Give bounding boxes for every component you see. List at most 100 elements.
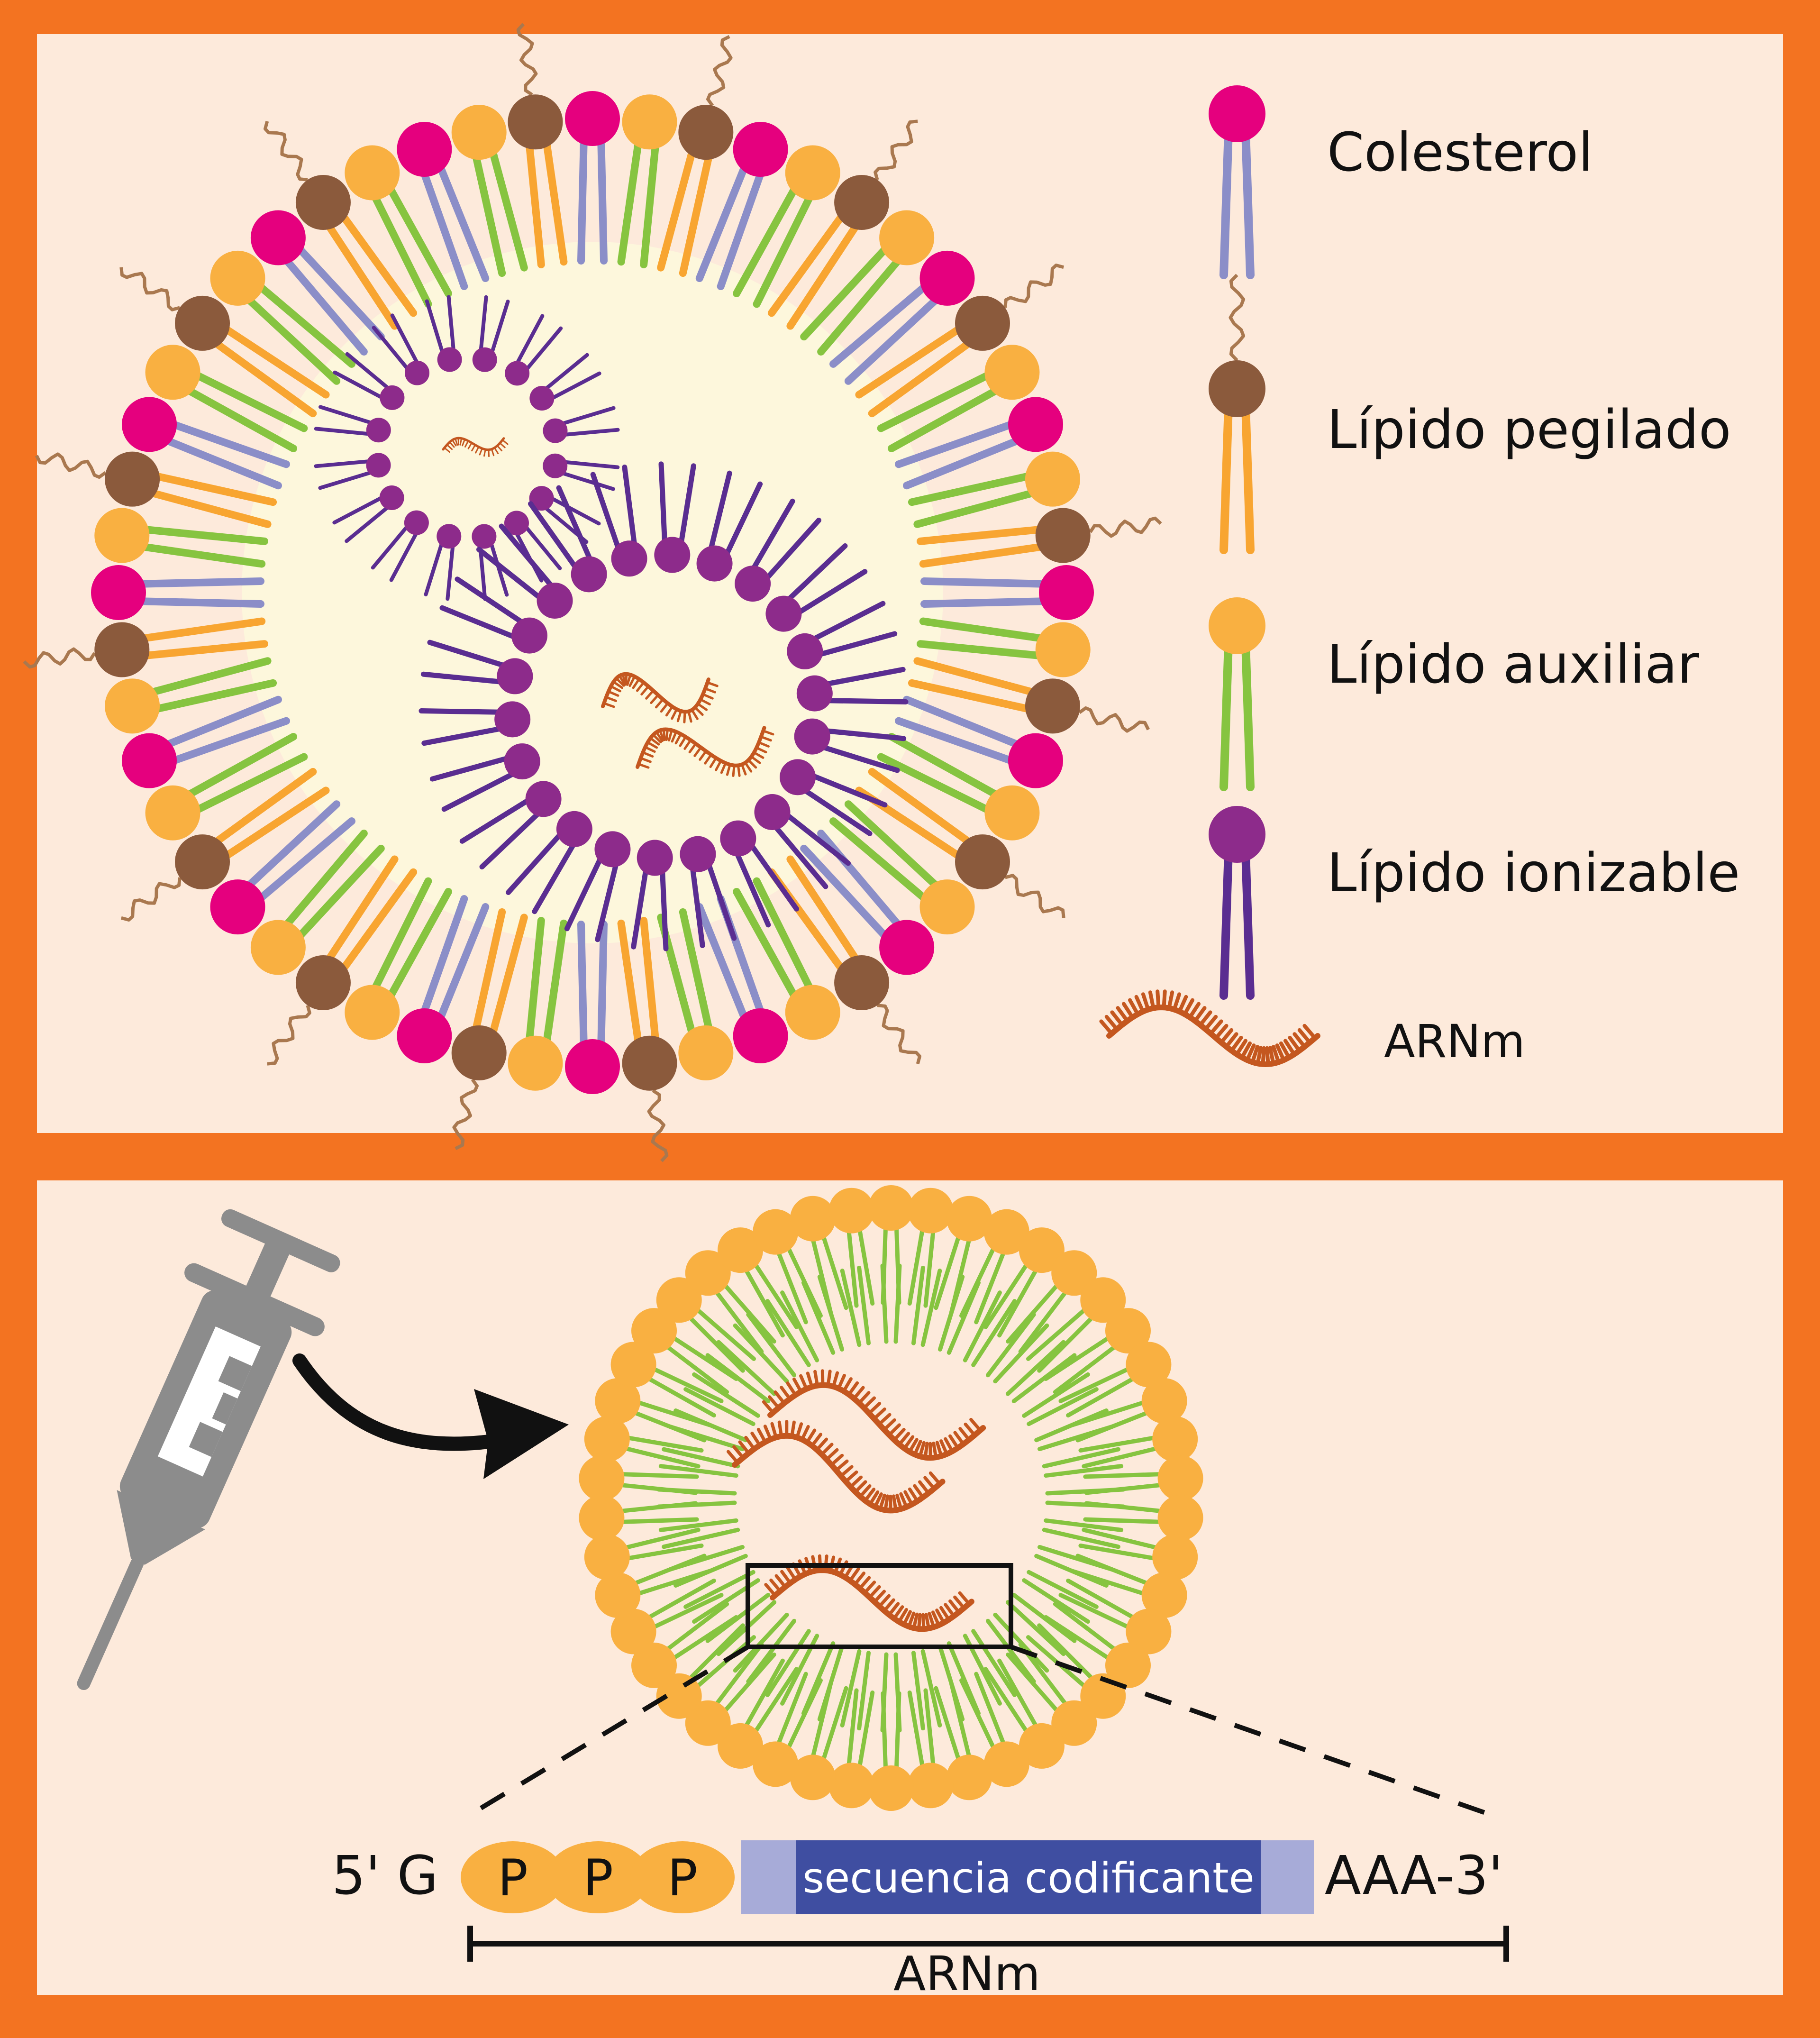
mrna-strand xyxy=(601,672,719,723)
outer-helper-lipid xyxy=(983,1227,1065,1338)
inner-leaflet-tails xyxy=(801,1274,845,1355)
shell-lipid-helper xyxy=(345,145,452,308)
shell-lipid-cholesterol xyxy=(91,565,264,620)
shell-lipid-cholesterol xyxy=(695,121,788,290)
ionizable-lipid xyxy=(371,510,429,582)
large-ionizable-micelle xyxy=(419,461,909,951)
outer-helper-lipid xyxy=(934,1682,992,1800)
legend-item-helper: Lípido auxiliar xyxy=(1209,597,1700,791)
shell-lipid-helper xyxy=(908,451,1080,528)
outer-helper-lipid xyxy=(959,1672,1029,1787)
ionizable-lipid xyxy=(720,820,800,928)
ionizable-lipid xyxy=(680,836,737,948)
mrna-strand xyxy=(764,1554,974,1632)
outer-helper-lipid xyxy=(907,1688,954,1809)
legend-lipid xyxy=(1209,806,1265,1000)
inner-leaflet-tails xyxy=(840,1265,871,1347)
inner-leaflet-tails xyxy=(1022,1570,1099,1624)
outer-helper-lipid xyxy=(718,1658,799,1769)
legend-label-mrna: ARNm xyxy=(1384,1015,1525,1068)
outer-helper-lipid xyxy=(959,1209,1029,1325)
cholesterol-lipid-icon xyxy=(1209,85,1265,279)
phosphate-label-1: P xyxy=(498,1849,528,1907)
shell-lipid-cholesterol xyxy=(121,397,290,490)
legend: Colesterol Lípido pegilado Lípido auxili… xyxy=(1099,85,1740,1068)
inner-leaflet-tails xyxy=(880,1263,902,1344)
shell-lipid-pegylated xyxy=(917,508,1162,568)
small-ionizable-micelle xyxy=(314,295,620,601)
ionizable-lipid xyxy=(372,313,430,385)
shell-lipid-pegylated xyxy=(767,119,918,330)
shell-lipid-cholesterol xyxy=(121,695,290,788)
ionizable-lipid xyxy=(735,498,821,602)
ionizable-lipid xyxy=(696,470,763,582)
legend-label-ionizable: Lípido ionizable xyxy=(1327,842,1740,904)
shell-lipid-helper xyxy=(800,210,935,356)
ionizable-lipid xyxy=(314,453,391,490)
mrna-strand xyxy=(442,437,509,457)
shell-lipid-cholesterol xyxy=(920,565,1094,620)
inner-leaflet-tails xyxy=(937,1274,981,1355)
ionizable-lipid xyxy=(425,295,462,372)
shell-lipid-cholesterol xyxy=(895,397,1064,490)
inner-leaflet-tails xyxy=(1034,1408,1115,1452)
pegylated-lipid-icon xyxy=(1209,274,1265,554)
helper-lipid-icon xyxy=(1209,597,1265,791)
ionizable-lipid xyxy=(459,781,562,869)
small-micelle-lipids xyxy=(314,295,620,601)
outer-helper-lipid xyxy=(685,1250,776,1354)
ionizable-lipid xyxy=(780,759,888,836)
outer-helper-lipid xyxy=(1058,1342,1172,1418)
legend-lipid xyxy=(1209,85,1265,279)
inner-leaflet-tails xyxy=(963,1290,1017,1367)
legend-item-mrna: ARNm xyxy=(1099,989,1525,1068)
inner-leaflet-tails xyxy=(705,1340,777,1404)
phosphate-group-2: P xyxy=(546,1841,650,1913)
ionizable-lipid xyxy=(654,461,696,573)
large-micelle-mrna xyxy=(601,672,774,777)
inner-leaflet-tails xyxy=(937,1641,981,1722)
outer-helper-lipid xyxy=(753,1209,823,1325)
five-prime-label: 5' G xyxy=(332,1845,438,1907)
inner-leaflet-tails xyxy=(656,1487,737,1509)
outer-helper-lipid xyxy=(1078,1416,1198,1469)
inner-leaflet-tails xyxy=(667,1408,748,1452)
legend-label-helper: Lípido auxiliar xyxy=(1327,634,1700,695)
shell-lipid-cholesterol xyxy=(829,250,975,385)
phosphate-group-3: P xyxy=(630,1841,735,1913)
ionizable-lipid xyxy=(420,640,533,695)
inner-leaflet-tails xyxy=(1005,1340,1077,1404)
shell-lipid-pegylated xyxy=(23,617,268,677)
shell-lipid-pegylated xyxy=(267,855,418,1066)
phosphate-label-3: P xyxy=(667,1849,698,1907)
ionizable-lipid xyxy=(506,811,592,914)
shell-lipid-pegylated xyxy=(264,120,418,330)
shell-lipid-cholesterol xyxy=(250,210,385,356)
ionizable-lipid xyxy=(439,576,547,654)
shell-lipid-pegylated xyxy=(908,657,1150,734)
ionizable-lipid xyxy=(476,523,573,619)
mrna-span-bracket xyxy=(467,1926,1509,1962)
legend-lipid xyxy=(1209,274,1265,554)
inner-leaflet-tails xyxy=(911,1649,942,1731)
outer-helper-lipid xyxy=(584,1527,704,1580)
shell-lipid-helper xyxy=(508,917,568,1091)
ionizable-lipid xyxy=(794,718,907,773)
outer-helper-lipid xyxy=(656,1623,756,1719)
outer-helper-lipid xyxy=(718,1227,799,1338)
inner-leaflet-tails xyxy=(911,1265,942,1347)
ionizable-lipid xyxy=(564,831,631,942)
ionizable-lipid xyxy=(505,314,563,386)
inner-leaflet-tails xyxy=(658,1447,740,1478)
legend-lipid xyxy=(1209,597,1265,791)
ionizable-lipid xyxy=(314,405,391,443)
inner-leaflet-tails xyxy=(1005,1592,1077,1656)
inner-leaflet-tails xyxy=(985,1612,1049,1684)
outer-helper-lipid xyxy=(1083,1455,1203,1501)
ionizable-lipid xyxy=(631,840,673,951)
ionizable-lipid xyxy=(332,485,404,543)
outer-helper-lipid xyxy=(610,1342,724,1418)
shell-lipid-pegylated xyxy=(855,264,1065,418)
zoom-line-right xyxy=(1010,1645,1501,1820)
